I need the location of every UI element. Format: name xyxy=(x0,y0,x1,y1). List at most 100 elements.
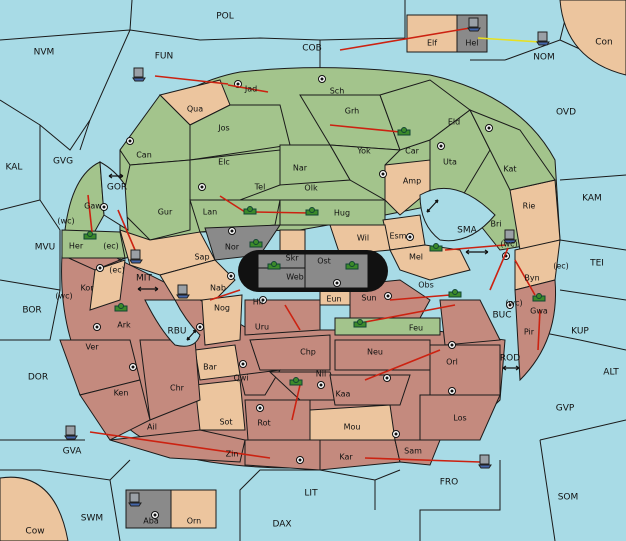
land-label-los: Los xyxy=(453,414,466,423)
land-label-sun: Sun xyxy=(361,294,376,303)
land-label-wil: Wil xyxy=(357,234,369,243)
sea-label-gvg: GVG xyxy=(53,157,73,167)
land-label-web: Web xyxy=(286,273,303,282)
sea-label-bor: BOR xyxy=(22,306,41,316)
land-labels: Elf Hel Jad Sch Qua Jos Grh Eld Can Elc … xyxy=(69,39,548,526)
land-label-esm: Esm xyxy=(389,232,406,241)
sea-zone-labels: POL NVM FUN COB NOM Con OVD KAL GVG GOR … xyxy=(6,12,620,537)
land-label-eld: Eld xyxy=(448,118,460,127)
land-label-ken: Ken xyxy=(114,389,129,398)
sea-label-fun: FUN xyxy=(155,52,174,62)
sea-label-alt: ALT xyxy=(603,368,619,378)
land-label-qwi: Qwi xyxy=(233,374,248,383)
land-label-ark: Ark xyxy=(117,321,131,330)
land-label-tel: Tel xyxy=(254,183,266,192)
land-label-orl: Orl xyxy=(446,358,458,367)
land-label-grh: Grh xyxy=(345,107,359,116)
sea-label-tei: TEI xyxy=(589,259,604,269)
centre-capsule xyxy=(238,250,388,292)
arm-her-top xyxy=(61,229,126,259)
bay-rbu xyxy=(144,299,201,347)
land-label-hel: Hel xyxy=(465,39,478,48)
land-label-byn: Byn xyxy=(524,274,539,283)
land-label-nar: Nar xyxy=(293,164,308,173)
sea-label-pol: POL xyxy=(216,12,234,22)
land-label-kaa: Kaa xyxy=(336,390,351,399)
east-pir xyxy=(514,279,557,382)
coast-label-gwa-wc: (wc) xyxy=(505,299,522,308)
sea-label-dax: DAX xyxy=(272,520,291,530)
sea-label-fro: FRO xyxy=(440,478,459,488)
land-label-her: Her xyxy=(69,242,84,251)
land-label-elf: Elf xyxy=(427,39,437,48)
order-arrows xyxy=(87,27,541,463)
sea-label-rbu: RBU xyxy=(167,327,186,337)
coast-label-kor-wc: (wc) xyxy=(55,292,72,301)
land-label-obs: Obs xyxy=(418,281,434,290)
land-label-ost: Ost xyxy=(317,257,331,266)
coast-label-bri-wc: (wc) xyxy=(500,240,517,249)
land-label-elc: Elc xyxy=(218,158,230,167)
land-label-sap: Sap xyxy=(194,253,209,262)
land-label-bar: Bar xyxy=(203,363,217,372)
sea-label-gor: GOR xyxy=(107,183,127,193)
land-label-can: Can xyxy=(136,151,152,160)
land-label-orn: Orn xyxy=(187,517,202,526)
sea-label-rod: ROD xyxy=(500,354,520,364)
land-label-ail: Ail xyxy=(147,423,157,432)
sea-label-buc: BUC xyxy=(492,311,511,321)
coast-label-gaw-wc: (wc) xyxy=(57,217,74,226)
coast-labels: (wc) (ec) (ec) (wc) (ec) (wc) (wc) xyxy=(55,217,568,308)
island-aba-orn xyxy=(125,489,217,529)
sea-label-dor: DOR xyxy=(28,373,48,383)
sea-label-sma: SMA xyxy=(457,226,477,236)
sea-label-lit: LIT xyxy=(304,489,318,499)
land-label-olk: Olk xyxy=(304,184,318,193)
land-label-nil: Nil xyxy=(316,370,326,379)
army-units xyxy=(83,127,546,386)
land-label-aba: Aba xyxy=(143,517,159,526)
land-label-uta: Uta xyxy=(443,158,457,167)
coast-label-kor-ec: (ec) xyxy=(109,266,125,275)
land-label-mel: Mel xyxy=(409,253,423,262)
sea-label-kam: KAM xyxy=(582,194,602,204)
coast-label-byn-ec: (ec) xyxy=(553,262,569,271)
land-label-gaw: Gaw xyxy=(84,202,102,211)
land-label-gur: Gur xyxy=(158,208,173,217)
sea-label-cob: COB xyxy=(302,44,322,54)
land-label-kat: Kat xyxy=(503,165,516,174)
land-label-skr: Skr xyxy=(286,254,300,263)
land-label-mou: Mou xyxy=(344,423,361,432)
land-label-ver: Ver xyxy=(85,343,99,352)
fleet-units xyxy=(64,17,550,507)
land-label-rot: Rot xyxy=(257,419,270,428)
sea-label-mit: MIT xyxy=(136,274,152,284)
sea-label-ovd: OVD xyxy=(556,108,576,118)
land-label-pir: Pir xyxy=(524,328,535,337)
land-label-lan: Lan xyxy=(203,208,217,217)
land-label-kar: Kar xyxy=(339,453,353,462)
land-label-nor: Nor xyxy=(225,243,240,252)
land-label-sot: Sot xyxy=(219,418,232,427)
sea-label-mvu: MVU xyxy=(35,243,56,253)
land-label-sam: Sam xyxy=(404,447,422,456)
sea-label-nom: NOM xyxy=(533,53,555,63)
land-label-nab: Nab xyxy=(210,284,226,293)
land-label-uru: Uru xyxy=(255,323,269,332)
land-label-qua: Qua xyxy=(187,105,203,114)
land-label-feu: Feu xyxy=(409,324,423,333)
land-label-kor: Kor xyxy=(80,284,94,293)
sea-label-kal: KAL xyxy=(6,163,23,173)
sea-label-cow: Cow xyxy=(25,527,44,537)
land-label-jad: Jad xyxy=(244,85,257,94)
passage-markers xyxy=(108,173,520,371)
coast-label-her-ec: (ec) xyxy=(103,242,119,251)
land-label-yok: Yok xyxy=(356,147,371,156)
land-label-rie: Rie xyxy=(523,202,536,211)
land-label-eun: Eun xyxy=(326,295,341,304)
land-label-neu: Neu xyxy=(367,348,383,357)
land-label-chp: Chp xyxy=(300,348,316,357)
land-label-chr: Chr xyxy=(170,384,185,393)
sea-label-gva: GVA xyxy=(63,447,83,457)
